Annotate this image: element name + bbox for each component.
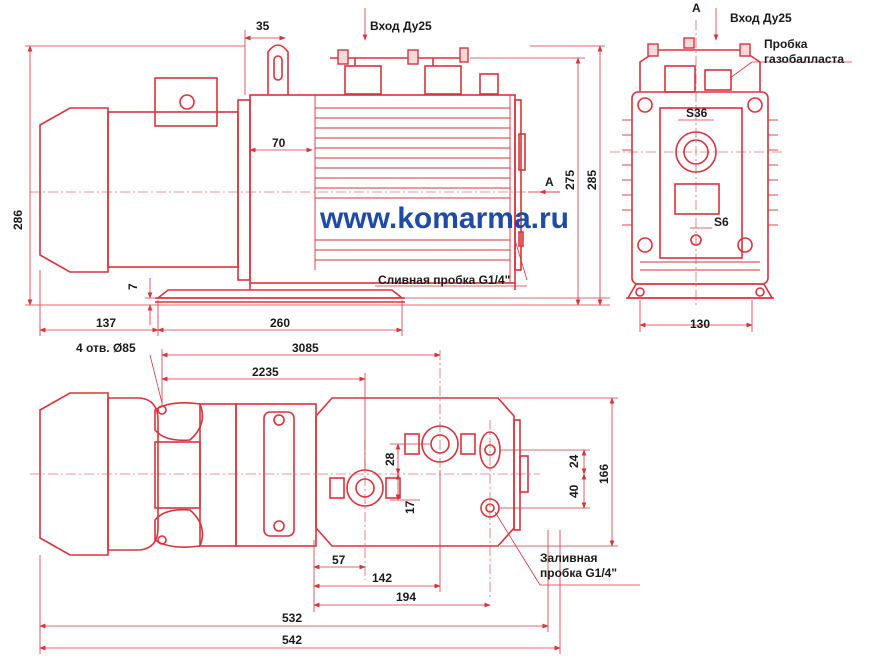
dim-57: 57 (332, 553, 346, 567)
dim-28: 28 (383, 452, 397, 466)
label-section-a-side: A (545, 175, 554, 189)
dim-142: 142 (372, 571, 392, 585)
dim-70: 70 (272, 136, 286, 150)
label-s36: S36 (686, 106, 708, 120)
dim-285: 285 (585, 170, 599, 190)
dim-7: 7 (126, 283, 140, 290)
inlet-assembly (330, 47, 499, 95)
side-top-housing (639, 49, 761, 92)
pump-base (155, 289, 405, 299)
dim-532: 532 (282, 611, 302, 625)
lifting-eye-slot (273, 55, 283, 81)
dim-3085: 3085 (292, 341, 319, 355)
motor-flange (237, 99, 251, 281)
top-motor (107, 397, 159, 551)
label-holes: 4 отв. Ø85 (76, 341, 136, 355)
label-gas-ballast-1: Пробка (764, 37, 808, 51)
side-fins (622, 119, 778, 271)
side-inner-plate (659, 107, 743, 259)
terminal-gland (179, 94, 195, 110)
dim-130: 130 (690, 317, 710, 331)
side-view (610, 8, 852, 332)
dim-24: 24 (567, 454, 581, 468)
top-foot-lower (154, 508, 204, 548)
gas-ballast-valve (479, 73, 499, 95)
dim-275: 275 (563, 170, 577, 190)
label-inlet-front: Вход Ду25 (370, 19, 432, 33)
top-terminal-box (154, 441, 201, 509)
gas-ballast-side (704, 69, 732, 91)
side-body (631, 91, 769, 285)
cooling-fins (314, 95, 511, 283)
label-fill-plug-2: пробка G1/4" (540, 566, 617, 580)
dim-194: 194 (396, 590, 416, 604)
label-gas-ballast-2: газобалласта (764, 52, 844, 66)
watermark: www.komarma.ru (319, 202, 569, 235)
label-fill-plug-1: Заливная (540, 551, 598, 565)
dim-2235: 2235 (252, 365, 279, 379)
lifting-eye (267, 44, 289, 95)
dim-260: 260 (270, 316, 290, 330)
dim-542: 542 (282, 633, 302, 647)
nameplate (674, 183, 720, 215)
dim-40: 40 (567, 484, 581, 498)
top-pump-body (315, 397, 515, 547)
label-inlet-side: Вход Ду25 (730, 11, 792, 25)
motor-body (107, 111, 239, 268)
front-view (25, 8, 610, 336)
side-base (626, 283, 774, 299)
dim-286: 286 (11, 210, 25, 230)
label-drain-plug: Сливная пробка G1/4" (378, 273, 510, 287)
terminal-box (154, 77, 218, 127)
dim-17: 17 (403, 500, 417, 514)
top-view (30, 349, 640, 654)
top-foot-upper (154, 402, 204, 442)
pump-body (249, 94, 516, 284)
dim-137: 137 (96, 316, 116, 330)
top-fan-cover (39, 392, 109, 556)
motor-fan-cover (39, 107, 109, 273)
label-s6: S6 (714, 215, 729, 229)
labels: Вход Ду25 A Вход Ду25 Пробка газобалласт… (11, 1, 844, 647)
dim-35: 35 (256, 19, 270, 33)
dim-166: 166 (597, 464, 611, 484)
label-section-a-top: A (692, 1, 701, 15)
